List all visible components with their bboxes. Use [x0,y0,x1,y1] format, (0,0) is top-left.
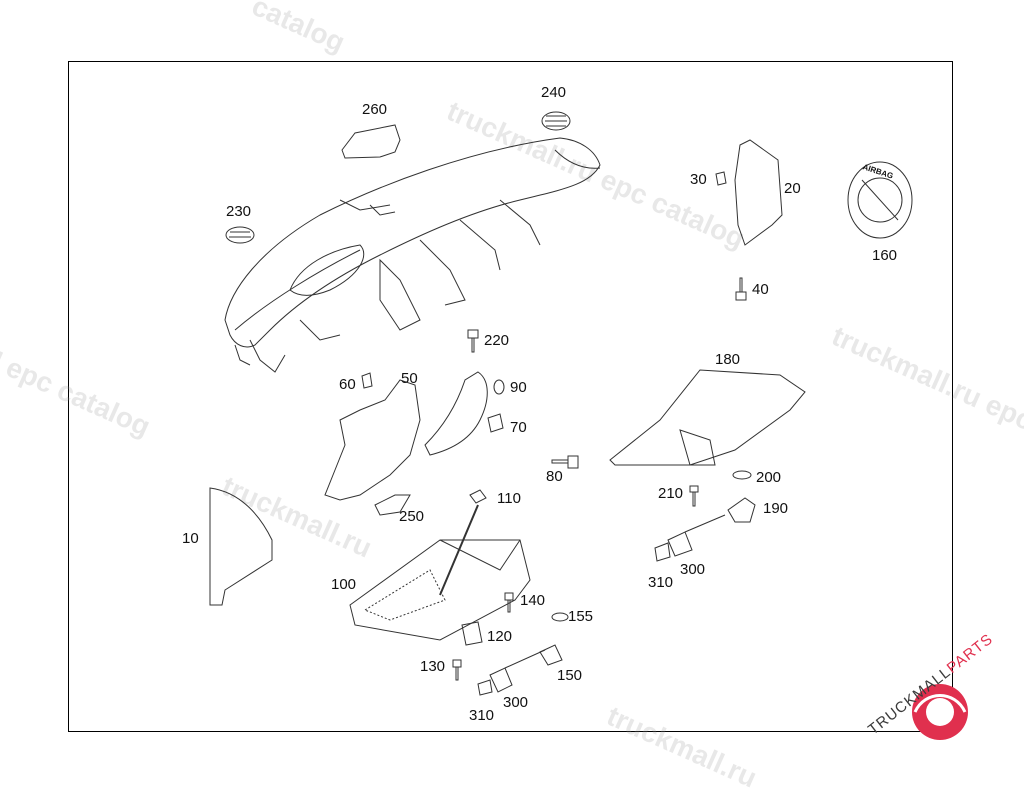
part-30-clip [715,171,727,186]
callout-90: 90 [510,379,527,396]
callout-60: 60 [339,376,356,393]
callout-200: 200 [756,469,782,486]
callout-50: 50 [401,370,418,387]
part-155-ring [551,612,569,622]
truckmall-logo [912,684,968,740]
callout-190: 190 [763,500,789,517]
part-120-lock [461,621,483,646]
part-220-screw [467,329,479,353]
callout-40: 40 [752,281,769,298]
callout-210: 210 [658,485,684,502]
callout-130: 130 [420,658,446,675]
part-300-right [667,514,726,557]
part-60-clip [361,372,373,389]
part-240-vent [541,111,571,131]
part-130-screw [452,659,462,681]
part-140-screw [504,592,514,613]
part-150-latch [539,644,563,666]
part-40-screw [735,277,747,301]
part-20-side-panel [734,139,783,246]
part-110-clip [469,489,487,504]
callout-160: 160 [872,247,898,264]
callout-150: 150 [557,667,583,684]
callout-300-lower: 300 [503,694,529,711]
parts-drawing [209,111,913,696]
callout-80: 80 [546,468,563,485]
callout-10: 10 [182,530,199,547]
part-210-screw [689,485,699,507]
part-190-latch [727,497,756,523]
part-250-bracket [374,494,411,516]
part-300-lower [489,649,546,693]
part-310-lower [477,679,493,696]
callout-120: 120 [487,628,513,645]
callout-250: 250 [399,508,425,525]
callout-310-lower: 310 [469,707,495,724]
callout-260: 260 [362,101,388,118]
callout-155: 155 [568,608,594,625]
callout-310-right: 310 [648,574,674,591]
callout-110: 110 [497,490,521,507]
part-50-bracket [324,371,488,501]
part-260-cover [341,124,401,159]
part-160-airbag-label [847,161,913,239]
callout-240: 240 [541,84,567,101]
part-10-trim-panel [209,487,273,606]
callout-180: 180 [715,351,741,368]
callout-230: 230 [226,203,252,220]
callout-70: 70 [510,419,527,436]
part-310-right [654,542,671,562]
callout-220: 220 [484,332,510,349]
callout-300-right: 300 [680,561,706,578]
part-70-bushing [487,413,504,433]
callout-140: 140 [520,592,546,609]
callout-100: 100 [331,576,357,593]
callout-20: 20 [784,180,801,197]
part-230-vent [225,226,255,244]
part-200-ring [732,470,752,480]
dashboard-carrier [224,137,601,373]
part-180-tray [609,369,806,466]
diagram-frame [68,61,953,732]
callout-30: 30 [690,171,707,188]
part-100-glovebox [349,539,531,641]
part-90-grommet [493,379,505,395]
part-80-screw [551,455,579,469]
